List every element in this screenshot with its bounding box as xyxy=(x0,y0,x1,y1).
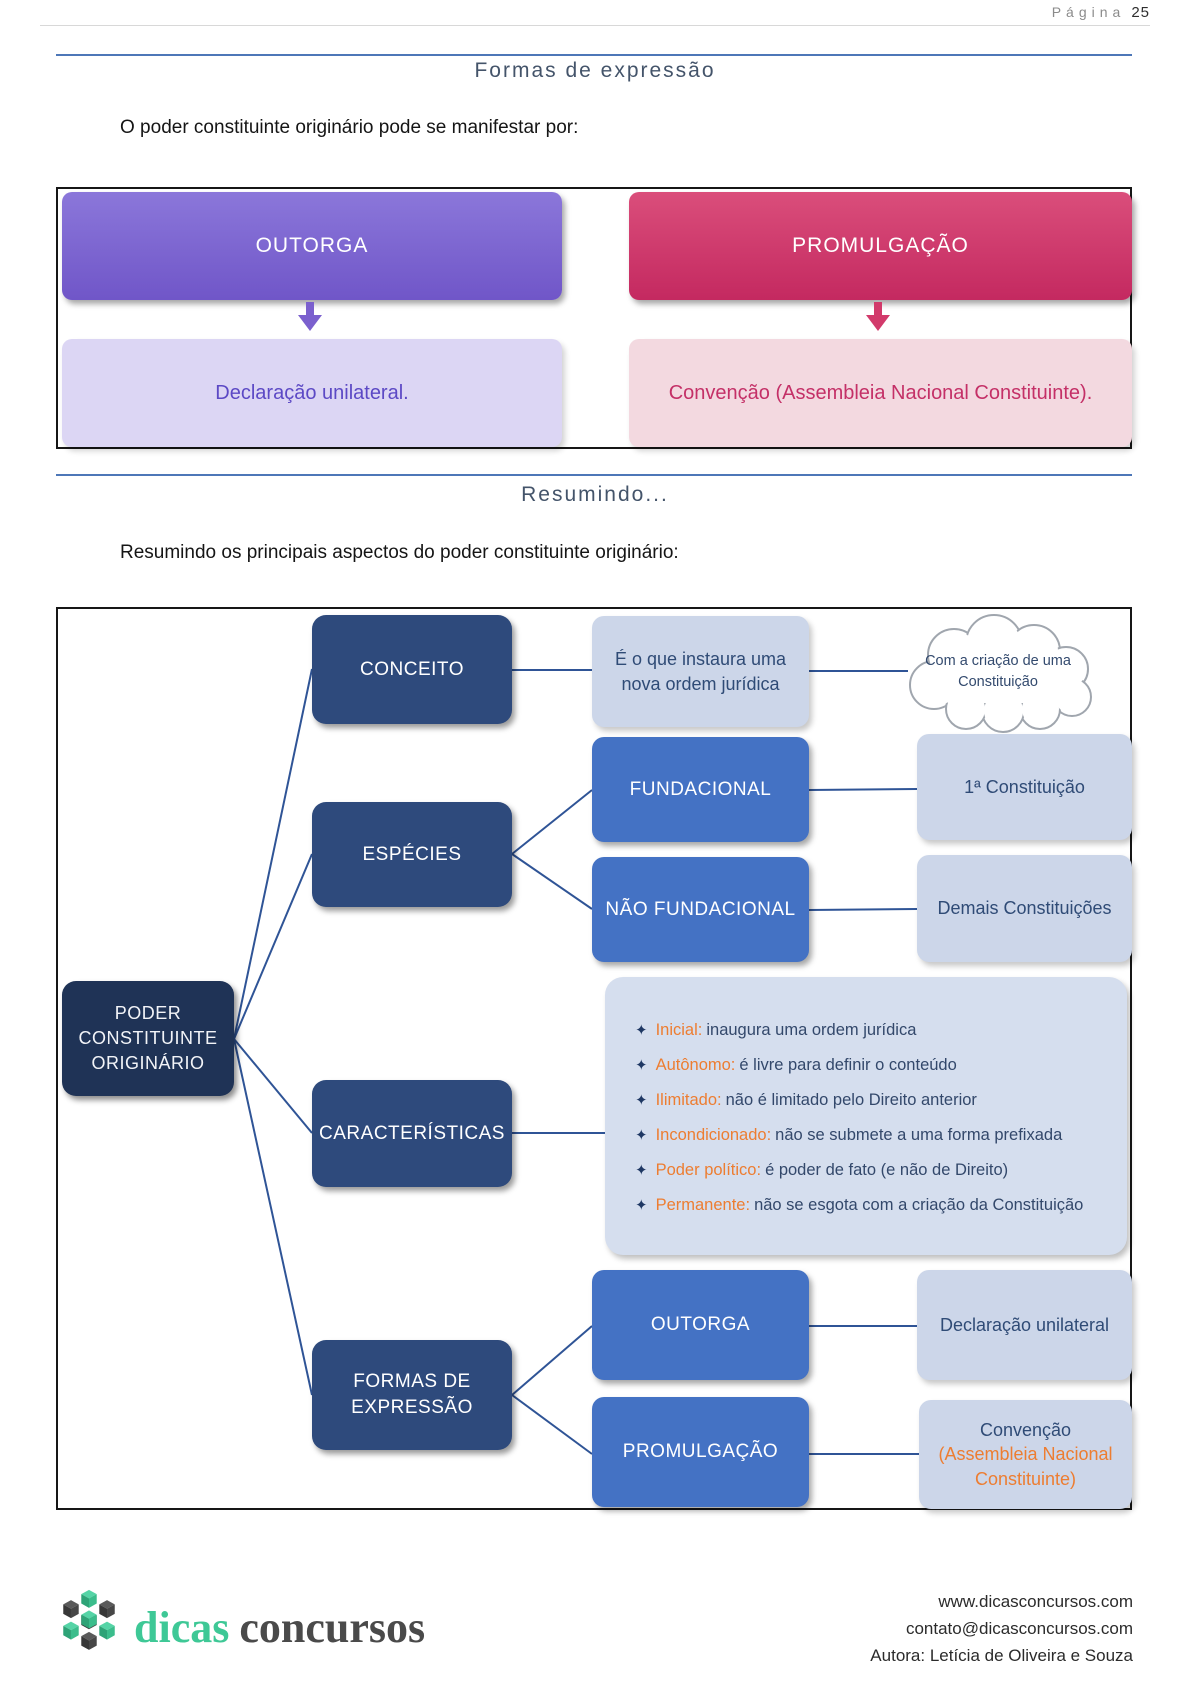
characteristic-desc: é livre para definir o conteúdo xyxy=(739,1056,957,1074)
brand-word-concursos: concursos xyxy=(239,1603,426,1652)
star-bullet-icon: ✦ xyxy=(635,1197,648,1214)
characteristic-item: ✦ Inicial:inaugura uma ordem jurídica xyxy=(635,1021,1127,1056)
convencao-line1: Convenção xyxy=(979,1420,1072,1441)
outorga-box: OUTORGA xyxy=(592,1270,809,1380)
section-rule-top xyxy=(56,54,1132,56)
characteristic-item: ✦ Incondicionado:não se submete a uma for… xyxy=(635,1126,1127,1161)
page-label: Página xyxy=(1051,4,1126,20)
connector-lines xyxy=(233,668,919,1455)
fundacional-box: FUNDACIONAL xyxy=(592,737,809,842)
characteristic-term: Poder político: xyxy=(655,1161,762,1179)
cloud-callout xyxy=(909,614,1092,733)
brand-word-dicas: dicas xyxy=(134,1603,230,1652)
down-arrow-icon xyxy=(866,302,890,331)
characteristic-desc: não se esgota com a criação da Constitui… xyxy=(754,1196,1084,1214)
footer-email: contato@dicasconcursos.com xyxy=(905,1619,1133,1638)
root-box-poder-constituinte-originario: PODER CONSTITUINTE ORIGINÁRIO xyxy=(62,981,234,1096)
footer-author: Autora: Letícia de Oliveira e Souza xyxy=(870,1646,1133,1665)
header-divider xyxy=(40,25,1150,26)
outorga-description-box: Declaração unilateral. xyxy=(62,339,562,447)
characteristic-term: Permanente: xyxy=(655,1196,751,1214)
section1-title: Formas de expressão xyxy=(474,59,716,82)
promulgacao-description-box: Convenção (Assembleia Nacional Constitui… xyxy=(629,339,1132,447)
dicas-concursos-logo-icon xyxy=(63,1589,115,1650)
page-number: 25 xyxy=(1131,4,1150,21)
page-number-header: Página 25 xyxy=(1052,4,1150,21)
convencao-line2: (Assembleia Nacional Constituinte) xyxy=(938,1444,1113,1489)
cloud-callout-text: Com a criação de uma Constituição xyxy=(925,653,1071,691)
footer-contact-block: www.dicasconcursos.com contato@dicasconc… xyxy=(870,1588,1133,1669)
characteristic-desc: é poder de fato (e não de Direito) xyxy=(765,1161,1009,1179)
characteristic-item: ✦ Ilimitado:não é limitado pelo Direito a… xyxy=(635,1091,1127,1126)
characteristic-desc: não é limitado pelo Direito anterior xyxy=(725,1091,977,1109)
diagram-resumo-poder-constituinte: PODER CONSTITUINTE ORIGINÁRIO CONCEITO E… xyxy=(56,607,1132,1510)
section-rule-middle xyxy=(56,474,1132,476)
declaracao-unilateral-box: Declaração unilateral xyxy=(917,1270,1132,1380)
star-bullet-icon: ✦ xyxy=(635,1127,648,1144)
footer-website: www.dicasconcursos.com xyxy=(938,1592,1133,1611)
demais-constituicoes-box: Demais Constituições xyxy=(917,855,1132,962)
outorga-header-box: OUTORGA xyxy=(62,192,562,300)
conceito-box: CONCEITO xyxy=(312,615,512,724)
convencao-box: Convenção (Assembleia Nacional Constitui… xyxy=(919,1400,1132,1509)
star-bullet-icon: ✦ xyxy=(635,1022,648,1039)
characteristic-item: ✦ Autônomo:é livre para definir o conteúd… xyxy=(635,1056,1127,1091)
characteristic-desc: inaugura uma ordem jurídica xyxy=(706,1021,917,1039)
characteristic-item: ✦ Poder político:é poder de fato (e não d… xyxy=(635,1161,1127,1196)
characteristic-term: Incondicionado: xyxy=(655,1126,772,1144)
characteristic-term: Ilimitado: xyxy=(655,1091,722,1109)
primeira-constituicao-box: 1ª Constituição xyxy=(917,734,1132,840)
section2-intro: Resumindo os principais aspectos do pode… xyxy=(120,542,679,563)
star-bullet-icon: ✦ xyxy=(635,1092,648,1109)
down-arrow-icon xyxy=(298,302,322,331)
formas-de-expressao-box: FORMAS DE EXPRESSÃO xyxy=(312,1340,512,1450)
star-bullet-icon: ✦ xyxy=(635,1162,648,1179)
characteristic-desc: não se submete a uma forma prefixada xyxy=(775,1126,1063,1144)
star-bullet-icon: ✦ xyxy=(635,1057,648,1074)
promulgacao-header-box: PROMULGAÇÃO xyxy=(629,192,1132,300)
caracteristicas-box: CARACTERÍSTICAS xyxy=(312,1080,512,1187)
section2-title: Resumindo... xyxy=(521,483,669,506)
promulgacao-box: PROMULGAÇÃO xyxy=(592,1397,809,1507)
characteristic-term: Autônomo: xyxy=(655,1056,736,1074)
section1-intro: O poder constituinte originário pode se … xyxy=(120,117,579,138)
especies-box: ESPÉCIES xyxy=(312,802,512,907)
conceito-description-box: É o que instaura uma nova ordem jurídica xyxy=(592,616,809,727)
caracteristicas-panel: ✦ Inicial:inaugura uma ordem jurídica ✦ Au… xyxy=(605,977,1127,1255)
nao-fundacional-box: NÃO FUNDACIONAL xyxy=(592,857,809,962)
characteristic-item: ✦ Permanente:não se esgota com a criação … xyxy=(635,1196,1127,1231)
characteristic-term: Inicial: xyxy=(655,1021,703,1039)
diagram-formas-de-expressao: OUTORGA PROMULGAÇÃO Declaração unilatera… xyxy=(56,187,1132,449)
